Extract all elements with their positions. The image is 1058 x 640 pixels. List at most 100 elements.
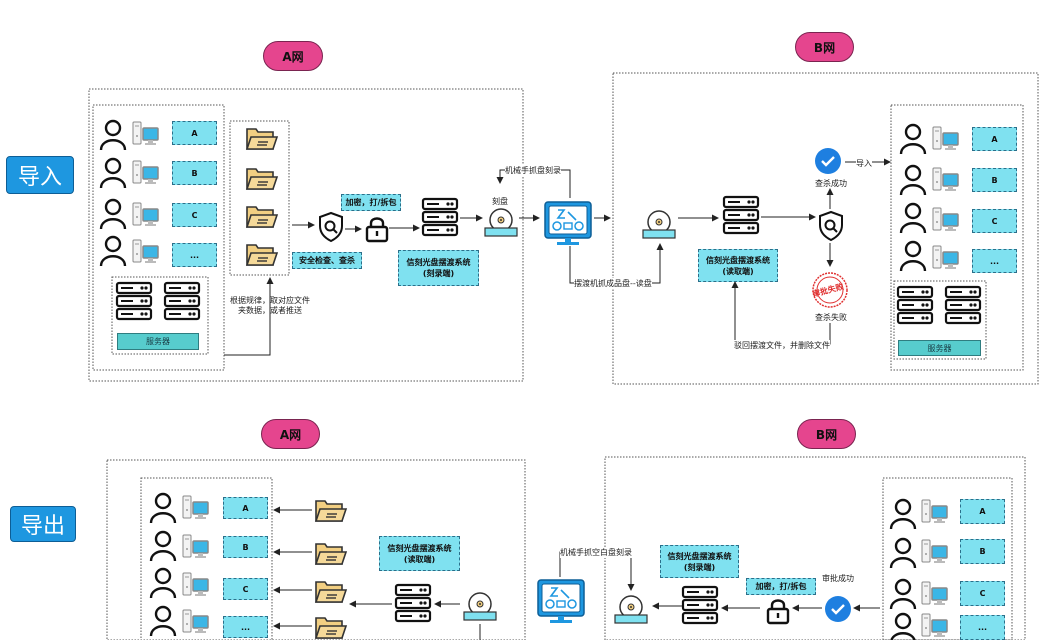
- computer-icon: [921, 499, 948, 524]
- burn-system-label: 信刻光盘摆渡系统 (刻录端): [660, 545, 739, 578]
- push-note: 根据规律，取对应文件 夹数据，或者推送: [230, 296, 310, 315]
- disc-icon: [642, 210, 676, 239]
- server-icon: [163, 281, 201, 321]
- scan-success-label: 查杀成功: [815, 179, 847, 188]
- user-label-box: ...: [223, 616, 268, 638]
- folder-icon: [315, 581, 347, 603]
- robot-burn-label: 机械手抓空白盘刻录: [560, 547, 632, 558]
- server-label: 服务器: [898, 340, 981, 356]
- person-icon: [99, 235, 127, 268]
- folder-icon: [315, 543, 347, 565]
- computer-icon: [932, 207, 959, 232]
- robot-read-label: 摆渡机抓成品盘--读盘: [574, 278, 652, 289]
- lock-icon: [766, 599, 790, 625]
- user-label-box: ...: [172, 243, 217, 267]
- reject-stamp-icon: [812, 272, 848, 308]
- burn-system-label: 信刻光盘摆渡系统 (刻录端): [398, 250, 479, 286]
- computer-icon: [921, 539, 948, 564]
- network-b-pill: B网: [795, 32, 854, 62]
- person-icon: [899, 123, 927, 156]
- folder-icon: [246, 206, 278, 228]
- person-icon: [149, 492, 177, 525]
- computer-icon: [132, 160, 159, 185]
- person-icon: [889, 498, 917, 531]
- computer-icon: [182, 572, 209, 597]
- computer-icon: [132, 202, 159, 227]
- computer-icon: [132, 239, 159, 264]
- disc-icon: [614, 595, 648, 624]
- user-label-box: B: [223, 536, 268, 558]
- person-icon: [899, 164, 927, 197]
- user-label-box: B: [972, 168, 1017, 192]
- computer-icon: [182, 609, 209, 634]
- server-icon: [722, 195, 760, 235]
- folder-icon: [246, 244, 278, 266]
- user-label-box: B: [960, 539, 1005, 564]
- computer-icon: [182, 534, 209, 559]
- person-icon: [99, 157, 127, 190]
- computer-icon: [132, 121, 159, 146]
- user-label-box: C: [172, 203, 217, 227]
- folder-icon: [315, 500, 347, 522]
- shield-scan-icon: [319, 212, 343, 242]
- person-icon: [99, 198, 127, 231]
- encrypt-label: 加密，打/拆包: [746, 578, 816, 595]
- user-label-box: A: [172, 121, 217, 145]
- shield-scan-icon: [819, 211, 843, 241]
- person-icon: [889, 537, 917, 570]
- user-label-box: A: [223, 497, 268, 519]
- person-icon: [149, 605, 177, 638]
- user-label-box: C: [972, 209, 1017, 233]
- read-system-label: 信刻光盘摆渡系统 (读取端): [698, 249, 778, 282]
- computer-icon: [921, 613, 948, 638]
- robot-arm-icon: [544, 201, 592, 246]
- check-icon: [823, 594, 853, 624]
- disc-icon: [463, 592, 497, 621]
- computer-icon: [921, 581, 948, 606]
- person-icon: [149, 530, 177, 563]
- user-label-box: C: [223, 578, 268, 600]
- encrypt-label: 加密，打/拆包: [341, 194, 401, 211]
- person-icon: [99, 119, 127, 152]
- person-icon: [899, 240, 927, 273]
- server-label: 服务器: [117, 333, 199, 350]
- robot-grab-label: 机械手抓盘刻录: [505, 165, 561, 176]
- user-label-box: C: [960, 581, 1005, 606]
- server-icon: [421, 197, 459, 237]
- read-system-label: 信刻光盘摆渡系统 (读取端): [379, 536, 460, 571]
- person-icon: [889, 578, 917, 611]
- export-label: 导出: [10, 506, 76, 542]
- computer-icon: [182, 495, 209, 520]
- robot-arm-icon: [537, 579, 585, 624]
- recycle-label: 驳回摆渡文件，并删除文件: [734, 340, 830, 351]
- computer-icon: [932, 167, 959, 192]
- check-icon: [813, 146, 843, 176]
- person-icon: [149, 567, 177, 600]
- person-icon: [899, 202, 927, 235]
- user-label-box: A: [960, 499, 1005, 524]
- computer-icon: [932, 126, 959, 151]
- person-icon: [889, 612, 917, 640]
- disc-icon: [484, 208, 518, 237]
- user-label-box: A: [972, 127, 1017, 151]
- computer-icon: [932, 245, 959, 270]
- user-label-box: ...: [960, 615, 1005, 640]
- server-icon: [681, 585, 719, 625]
- server-icon: [394, 583, 432, 623]
- user-label-box: ...: [972, 249, 1017, 273]
- network-b-pill: B网: [797, 419, 856, 449]
- folder-icon: [246, 168, 278, 190]
- network-a-pill: A网: [261, 419, 320, 449]
- network-a-pill: A网: [263, 41, 323, 71]
- server-icon: [896, 285, 934, 325]
- folder-icon: [246, 128, 278, 150]
- server-icon: [944, 285, 982, 325]
- user-label-box: B: [172, 161, 217, 185]
- import-label: 导入: [6, 156, 74, 194]
- security-check-label: 安全检查、查杀: [292, 252, 362, 269]
- scan-fail-label: 查杀失败: [815, 313, 847, 322]
- folder-icon: [315, 617, 347, 639]
- burn-label: 刻盘: [492, 197, 508, 206]
